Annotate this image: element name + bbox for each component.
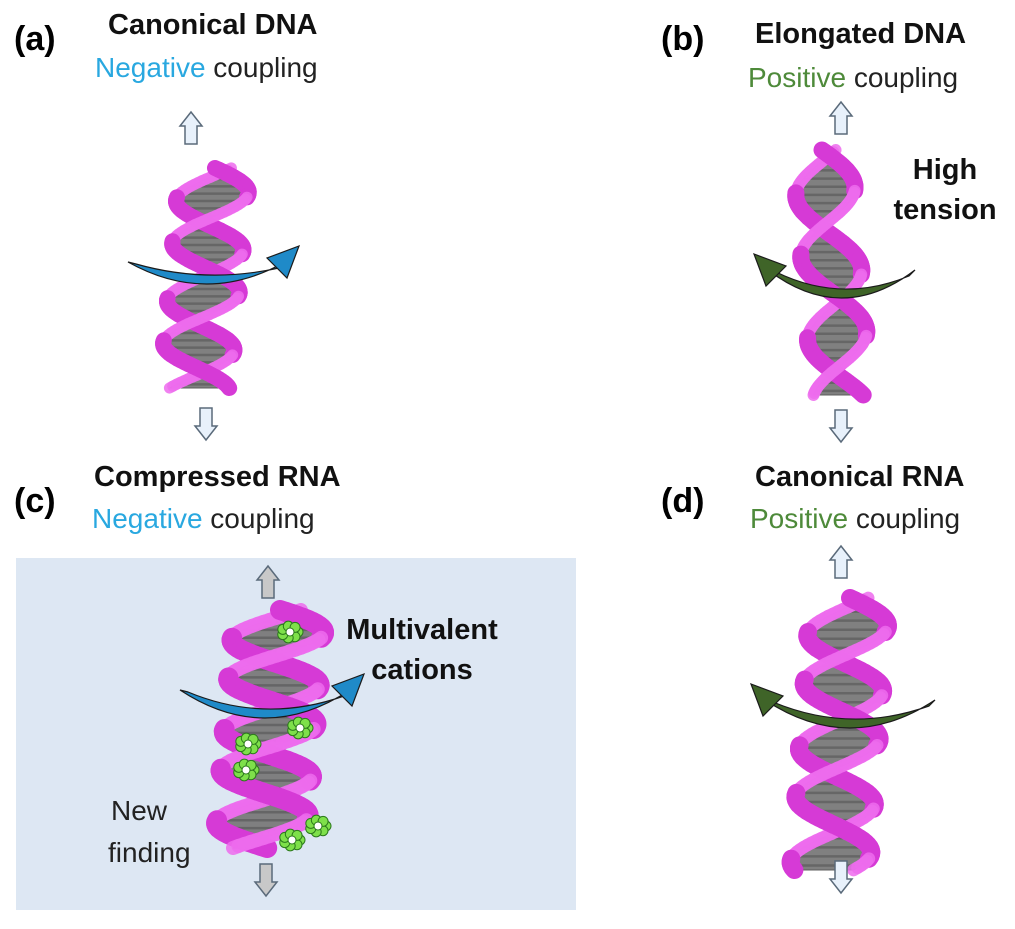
panel-b-note-line2: tension [893, 194, 997, 226]
panel-c-cation-atom [285, 627, 295, 637]
panel-b-helix [787, 141, 876, 404]
panel-c-cation [277, 620, 304, 644]
panel-c-cation [287, 716, 314, 740]
twist-arrow-right-icon-head [265, 244, 301, 280]
panel-c-coupling: Negative coupling [92, 503, 315, 535]
panel-d-down-arrow-icon [828, 860, 854, 895]
panel-a-helix-strand-front [219, 378, 238, 396]
panel-c-cation [279, 828, 306, 852]
panel-d-coupling: Positive coupling [750, 503, 960, 535]
panel-a-up-arrow-icon [178, 110, 204, 145]
panel-c-finding: New finding [108, 790, 208, 874]
panel-a-label: (a) [14, 20, 56, 58]
twist-arrow-left-icon-band [767, 269, 916, 299]
panel-c-cation [233, 758, 260, 782]
twist-arrow-right-icon [179, 672, 366, 719]
panel-c-note: Multivalent cations [322, 610, 522, 690]
panel-c-cation-atom [241, 765, 251, 775]
panel-c-down-arrow-icon [253, 863, 279, 898]
panel-a-coupling-rest: coupling [205, 52, 318, 83]
panel-b-title: Elongated DNA [755, 18, 967, 50]
panel-c-helix-strand-front [226, 839, 246, 855]
panel-c-cation [305, 814, 332, 838]
panel-c-label: (c) [14, 482, 56, 520]
panel-c-cation [235, 732, 262, 756]
twist-arrow-right-icon-head [330, 672, 366, 708]
panel-b-helix-strand-front [807, 387, 821, 401]
panel-c-cation-atom [295, 723, 305, 733]
twist-arrow-right-icon [127, 244, 301, 285]
twist-arrow-left-icon-head [749, 682, 785, 718]
panel-a-helix-strand-back [163, 380, 179, 394]
panel-b-helix-strand-back [852, 384, 872, 404]
panel-a-coupling-word: Negative [95, 52, 206, 83]
panel-b-label: (b) [661, 20, 705, 58]
panel-d-helix [781, 589, 897, 879]
panel-c-title: Compressed RNA [94, 461, 341, 493]
panel-d-label: (d) [661, 482, 705, 520]
panel-b-note-line1: High [912, 154, 978, 186]
panel-d-up-arrow-icon [828, 544, 854, 579]
panel-d-helix-strand-front [847, 861, 864, 877]
panel-a-down-arrow-icon [193, 407, 219, 442]
twist-arrow-left-icon-head [752, 252, 788, 288]
panel-c-up-arrow-icon [255, 564, 281, 599]
panel-b-coupling-word: Positive [748, 62, 847, 93]
panel-b-coupling: Positive coupling [748, 62, 958, 94]
panel-b-down-arrow-icon [828, 409, 854, 444]
panel-c-finding-line2: finding [108, 837, 191, 868]
panel-d-coupling-rest: coupling [848, 503, 961, 534]
panel-c-note-line2: cations [371, 654, 473, 686]
panel-c-cation-atom [243, 739, 253, 749]
panel-d-coupling-word: Positive [750, 503, 849, 534]
panel-d-title: Canonical RNA [755, 461, 965, 493]
panel-c-helix-strand-back [251, 836, 278, 858]
twist-arrow-left-icon [749, 682, 936, 729]
panel-a-title: Canonical DNA [108, 9, 318, 41]
panel-c-cation-atom [313, 821, 323, 831]
panel-b-coupling-rest: coupling [846, 62, 959, 93]
twist-arrow-left-icon-band [764, 699, 936, 729]
panel-b-note: High tension [880, 150, 1010, 230]
panel-c-finding-line1: New [111, 795, 168, 826]
panel-c-coupling-word: Negative [92, 503, 203, 534]
panel-c-helix [206, 600, 334, 858]
panel-a-coupling: Negative coupling [95, 52, 318, 84]
panel-b-up-arrow-icon [828, 100, 854, 135]
panel-a-helix [155, 160, 257, 396]
panel-c-cation-atom [287, 835, 297, 845]
panel-c-note-line1: Multivalent [346, 614, 498, 646]
twist-arrow-left-icon [752, 252, 916, 299]
panel-d-helix-strand-back [783, 858, 804, 879]
panel-c-coupling-rest: coupling [202, 503, 315, 534]
